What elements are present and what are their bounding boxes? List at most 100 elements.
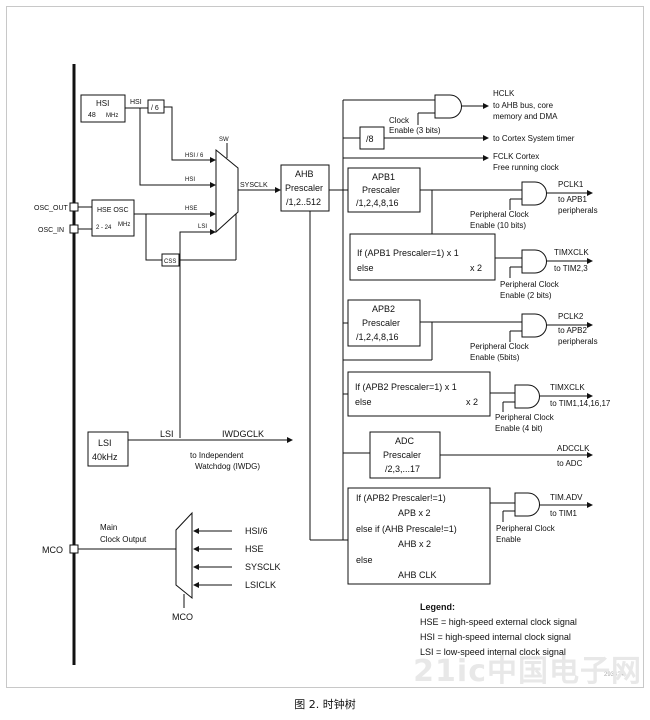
timxclk1-l1: TIMXCLK: [554, 248, 589, 257]
timxclk2-l1: TIMXCLK: [550, 383, 585, 392]
advbox-l4: AHB x 2: [398, 539, 431, 549]
timxclk1-gate: [521, 249, 547, 274]
tim-adv-gate: [514, 492, 540, 517]
timxclk2-en1: Peripheral Clock: [495, 413, 555, 422]
pclk2-en1: Peripheral Clock: [470, 342, 530, 351]
mco-pin: [69, 544, 79, 554]
mco-in4: LSICLK: [245, 580, 276, 590]
legend-l3: LSI = low-speed internal clock signal: [420, 647, 566, 657]
mux-sw-label: SW: [219, 137, 229, 143]
hclk-l2: to AHB bus, core: [493, 101, 554, 110]
clock-enable-l2: Enable (3 bits): [389, 126, 441, 135]
advbox-l5: else: [356, 555, 373, 565]
mux-in-lsi: LSI: [198, 224, 207, 230]
timxclk1-l2: to TIM2,3: [554, 264, 588, 273]
tim1box-l3: x 2: [470, 263, 482, 273]
hse-name: HSE OSC: [97, 207, 129, 214]
tim-adv-box: [347, 487, 491, 585]
hse-unit: MHz: [118, 222, 130, 228]
apb2-prescaler: [347, 299, 421, 347]
clock-enable-l1: Clock: [389, 116, 410, 125]
adc-prescaler: [369, 431, 441, 479]
tim2box-l3: x 2: [466, 397, 478, 407]
timxclk2-en2: Enable (4 bit): [495, 424, 543, 433]
timxclk1-en1: Peripheral Clock: [500, 280, 560, 289]
pclk2-en2: Enable (5bits): [470, 353, 520, 362]
fclk-l1: FCLK Cortex: [493, 152, 539, 161]
hclk-l1: HCLK: [493, 89, 515, 98]
ahb-l3: /1,2..512: [286, 197, 321, 207]
apb1-l2: Prescaler: [362, 185, 400, 195]
tim2box-l2: else: [355, 397, 372, 407]
fclk-l2: Free running clock: [493, 163, 560, 172]
apb2-l1: APB2: [372, 304, 395, 314]
ahb-prescaler: [280, 164, 330, 212]
adc-l3: /2,3,...17: [385, 464, 420, 474]
advbox-l3: else if (AHB Prescale!=1): [356, 524, 457, 534]
systimer-label: to Cortex System timer: [493, 134, 575, 143]
osc-out-label: OSC_OUT: [34, 205, 69, 212]
hclk-gate: [434, 94, 462, 119]
mux-in-hsi: HSI: [185, 177, 195, 183]
pclk1-gate: [521, 181, 547, 206]
hsi-oscillator-box: [80, 94, 126, 123]
iwdgclk-label: IWDGCLK: [222, 429, 264, 439]
hse-freq: 2 - 24: [96, 225, 112, 231]
hsi-freq: 48: [88, 112, 96, 119]
apb1-l1: APB1: [372, 172, 395, 182]
tiny-code: 293424: [604, 672, 625, 678]
sysclk-label: SYSCLK: [240, 182, 268, 189]
mco-label: MCO: [172, 612, 193, 622]
tim-apb2-box: [347, 371, 491, 417]
advbox-l6: AHB CLK: [398, 570, 437, 580]
apb1-prescaler: [347, 167, 421, 213]
diagram-frame: [6, 6, 644, 688]
osc-out-pin: [69, 202, 79, 212]
mco-mux: [175, 511, 193, 600]
pclk1-l2: to APB1: [558, 195, 587, 204]
hsi-unit: MHz: [106, 113, 118, 119]
pclk1-en1: Peripheral Clock: [470, 210, 530, 219]
pclk2-gate: [521, 313, 547, 338]
ahb-l1: AHB: [295, 169, 314, 179]
legend-l1: HSE = high-speed external clock signal: [420, 617, 577, 627]
mux-in-hse: HSE: [185, 206, 197, 212]
pclk1-l3: peripherals: [558, 206, 598, 215]
adcclk-l2: to ADC: [557, 459, 583, 468]
mco-in3: SYSCLK: [245, 562, 281, 572]
sysclk-mux: [215, 148, 239, 234]
hsi-tap-label: HSI: [130, 99, 142, 106]
mco-title1: Main: [100, 523, 117, 532]
mco-title2: Clock Output: [100, 535, 147, 544]
pclk1-en2: Enable (10 bits): [470, 221, 526, 230]
mco-in1: HSI/6: [245, 526, 268, 536]
div6-label: / 6: [151, 105, 159, 112]
adc-l1: ADC: [395, 436, 415, 446]
figure-caption: 图 2. 时钟树: [294, 698, 356, 711]
tim2box-l1: If (APB2 Prescaler=1) x 1: [355, 382, 457, 392]
mco-pin-label: MCO: [42, 545, 63, 555]
osc-in-pin: [69, 224, 79, 234]
apb2-l3: /1,2,4,8,16: [356, 332, 399, 342]
tim1box-l1: If (APB1 Prescaler=1) x 1: [357, 248, 459, 258]
timxclk2-gate: [514, 384, 540, 409]
pclk2-l3: peripherals: [558, 337, 598, 346]
advbox-l2: APB x 2: [398, 508, 431, 518]
ahb-l2: Prescaler: [285, 183, 323, 193]
css-label: CSS: [164, 259, 176, 265]
tim-apb1-box: [349, 233, 496, 281]
timxclk1-en2: Enable (2 bits): [500, 291, 552, 300]
lsi-freq: 40kHz: [92, 452, 118, 462]
pclk2-l1: PCLK2: [558, 312, 584, 321]
mco-in2: HSE: [245, 544, 264, 554]
pclk2-l2: to APB2: [558, 326, 587, 335]
hsi-name: HSI: [96, 99, 109, 108]
timadv-en2: Enable: [496, 535, 521, 544]
div8-label: /8: [366, 134, 374, 144]
mux-in-hsi6: HSI / 6: [185, 153, 204, 159]
adc-l2: Prescaler: [383, 450, 421, 460]
apb2-l2: Prescaler: [362, 318, 400, 328]
iwdg-lsi-label: LSI: [160, 429, 174, 439]
